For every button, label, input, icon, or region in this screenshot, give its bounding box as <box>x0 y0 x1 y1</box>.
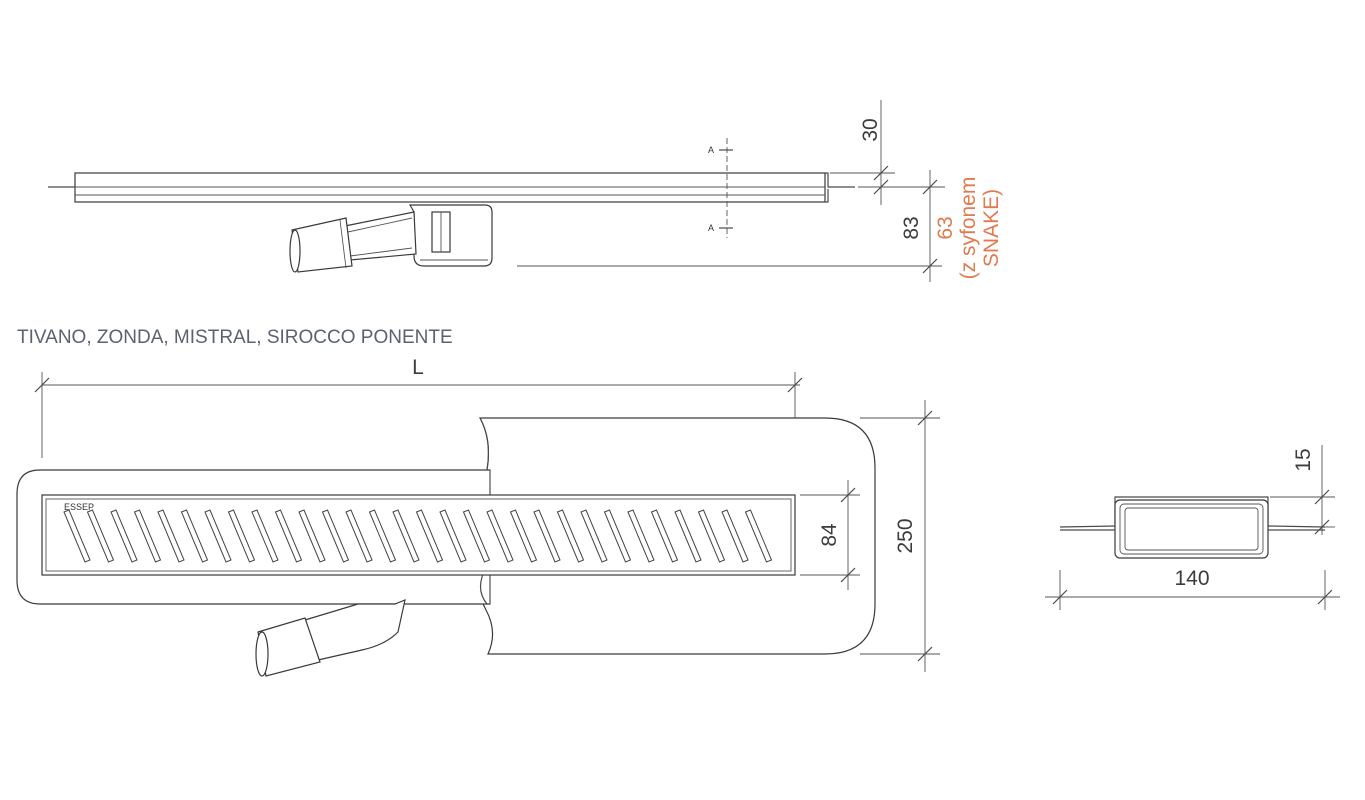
dim-84: 84 <box>818 523 841 547</box>
dim-83: 83 <box>900 216 923 239</box>
grate-slot <box>110 509 138 563</box>
grate-slot <box>439 509 467 563</box>
grate-slots <box>63 509 773 563</box>
dim-L: L <box>412 356 424 379</box>
grate-slot <box>274 509 303 563</box>
section-mark-bottom: A <box>708 223 714 233</box>
grate-slot <box>157 509 185 563</box>
grate-slot <box>227 509 256 563</box>
grate-slot <box>392 509 420 563</box>
grate-slot <box>251 509 279 563</box>
grate-slot <box>204 509 232 563</box>
grate-slot <box>603 509 632 563</box>
grate-slot <box>321 509 350 563</box>
grate-slot <box>462 509 491 563</box>
grate-slot <box>580 509 608 563</box>
grate-slot <box>368 509 397 563</box>
grate-slot <box>509 509 538 563</box>
grate-slot <box>556 509 585 563</box>
dim-siphon-note-line2: SNAKE) <box>980 189 1003 267</box>
grate-slot <box>298 509 326 563</box>
grate-brand: ESSEP <box>64 502 94 512</box>
side-view: A A 30 83 63 (z syfonem SNAKE) <box>48 100 1003 282</box>
dim-15: 15 <box>1292 448 1315 471</box>
grate-slot <box>415 509 444 563</box>
section-view: 15 140 <box>1045 445 1340 610</box>
grate-slot <box>486 509 514 563</box>
dim-63: 63 <box>934 216 957 239</box>
grate-slot <box>744 509 773 563</box>
dim-siphon-note-line1: (z syfonem <box>957 177 980 280</box>
section-mark-top: A <box>708 145 714 155</box>
dim-250: 250 <box>894 518 917 553</box>
grate-slot <box>697 509 726 563</box>
grate-slot <box>345 509 373 563</box>
grate-slot <box>674 509 702 563</box>
grate-slot <box>63 509 91 563</box>
product-title: TIVANO, ZONDA, MISTRAL, SIROCCO PONENTE <box>17 327 453 348</box>
dim-30: 30 <box>859 118 882 141</box>
grate-slot <box>180 509 209 563</box>
grate-slot <box>721 509 749 563</box>
grate-slot <box>86 509 115 563</box>
top-view: L ESSEP 84 250 <box>16 356 940 677</box>
grate-slot <box>650 509 679 563</box>
dim-140: 140 <box>1174 567 1209 590</box>
grate-slot <box>533 509 561 563</box>
grate-slot <box>133 509 162 563</box>
grate-slot <box>627 509 655 563</box>
